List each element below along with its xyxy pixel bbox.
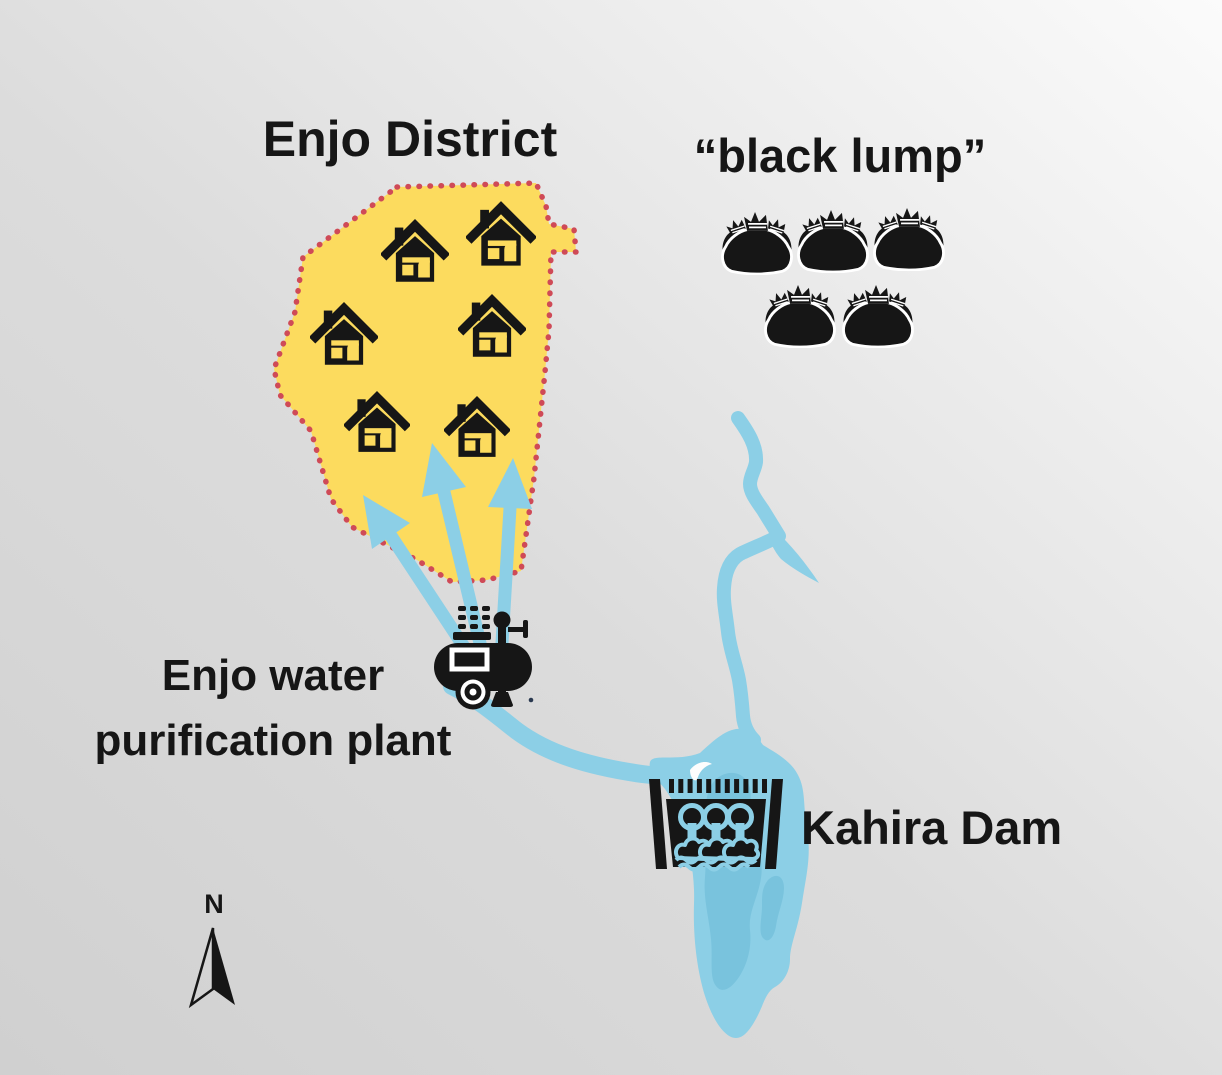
compass-north-label: N: [204, 889, 224, 919]
house-icon: [381, 218, 449, 286]
garbage-bag-icon: [719, 203, 795, 275]
north-arrow-icon: [188, 927, 235, 1009]
water-pump-icon: [434, 606, 534, 710]
dam-label: Kahira Dam: [801, 801, 1063, 854]
garbage-bag-icon: [795, 201, 871, 273]
plant-label-line2: purification plant: [94, 716, 452, 765]
house-icon: [466, 200, 536, 270]
house-icon: [310, 301, 378, 369]
river: [716, 411, 819, 747]
garbage-bag-icon: [871, 199, 947, 271]
district-title: Enjo District: [262, 111, 558, 167]
house-icon: [458, 293, 526, 361]
plant-label-line1: Enjo water: [161, 651, 385, 700]
river-branch: [768, 529, 819, 583]
black-lump-title: “black lump”: [693, 129, 987, 182]
dam-icon: [649, 779, 783, 872]
garbage-bag-icon: [762, 276, 838, 348]
house-icon: [344, 390, 410, 456]
garbage-bag-icon: [840, 276, 916, 348]
house-icon: [444, 395, 510, 461]
